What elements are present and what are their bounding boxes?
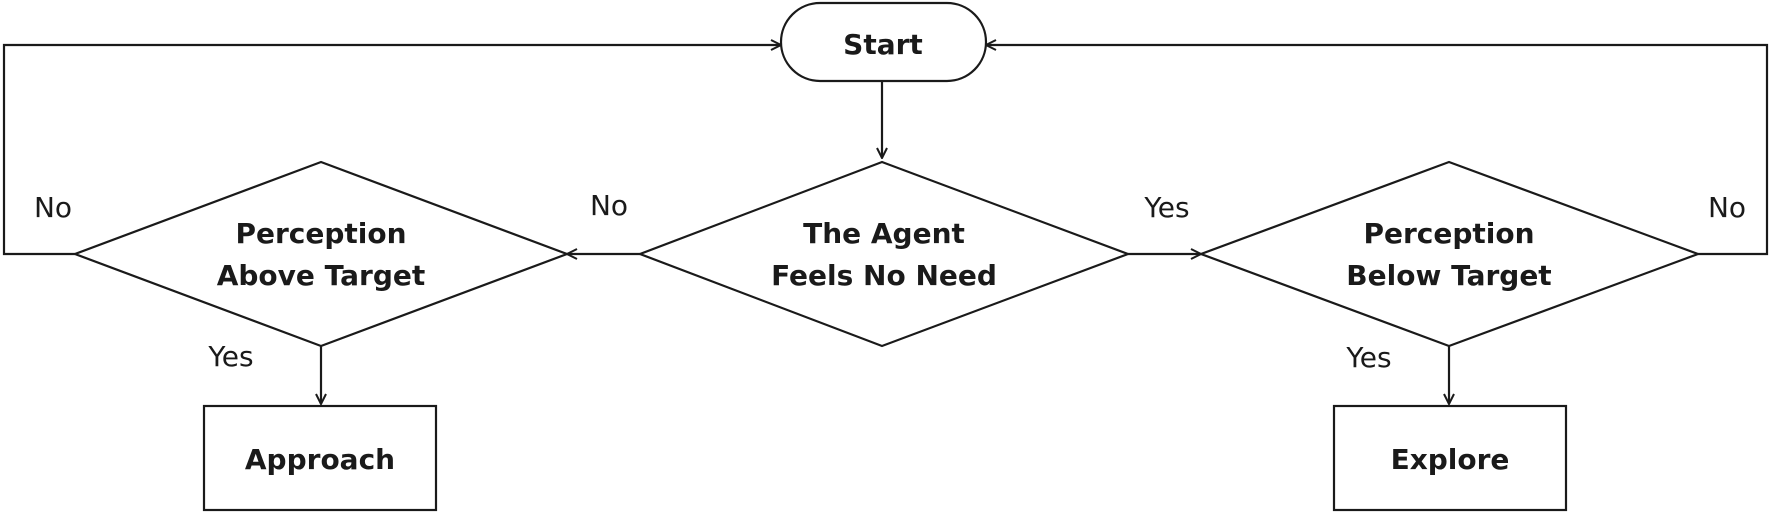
edge-label-above-no: No: [34, 191, 72, 224]
edge-label-above-yes: Yes: [207, 340, 253, 373]
explore-node: Explore: [1332, 404, 1568, 512]
approach-node: Approach: [202, 404, 438, 512]
start-label: Start: [843, 28, 923, 61]
edge-label-agent-yes: Yes: [1143, 191, 1189, 224]
agent-decision-node: The Agent Feels No Need: [636, 160, 1132, 348]
above-target-decision-node: Perception Above Target: [71, 160, 571, 348]
arrow-below-to-start: [986, 45, 1769, 256]
above-target-label-line1: Perception: [235, 217, 406, 250]
above-target-decision-shape: [71, 160, 571, 348]
below-target-decision-node: Perception Below Target: [1197, 160, 1702, 348]
agent-decision-label-line2: Feels No Need: [771, 259, 997, 292]
explore-label: Explore: [1391, 443, 1510, 476]
agent-decision-shape: [636, 160, 1132, 348]
edge-label-below-yes: Yes: [1345, 341, 1391, 374]
agent-decision-label-line1: The Agent: [803, 217, 965, 250]
below-target-label-line1: Perception: [1363, 217, 1534, 250]
approach-label: Approach: [245, 443, 395, 476]
above-target-label-line2: Above Target: [217, 259, 426, 292]
start-shape: [779, 1, 988, 83]
explore-shape: [1332, 404, 1568, 512]
below-target-decision-shape: [1197, 160, 1702, 348]
start-node: Start: [779, 1, 988, 83]
approach-shape: [202, 404, 438, 512]
arrow-above-to-start: [2, 45, 781, 256]
below-target-label-line2: Below Target: [1346, 259, 1551, 292]
edge-label-below-no: No: [1708, 191, 1746, 224]
edge-label-agent-no: No: [590, 189, 628, 222]
